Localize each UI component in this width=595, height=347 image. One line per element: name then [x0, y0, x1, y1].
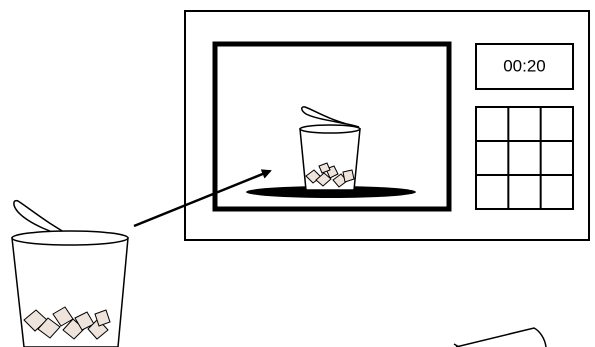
keypad-frame	[476, 107, 573, 209]
tilted-cup-icon	[454, 328, 546, 347]
timer-text: 00:20	[503, 56, 546, 75]
microwave-icon: 00:20	[185, 11, 589, 240]
cup-rim	[300, 125, 360, 133]
cup-rim	[12, 231, 128, 245]
cup-with-spoon-icon	[12, 201, 128, 347]
cup-body	[300, 129, 360, 190]
keypad-icon	[476, 107, 573, 209]
